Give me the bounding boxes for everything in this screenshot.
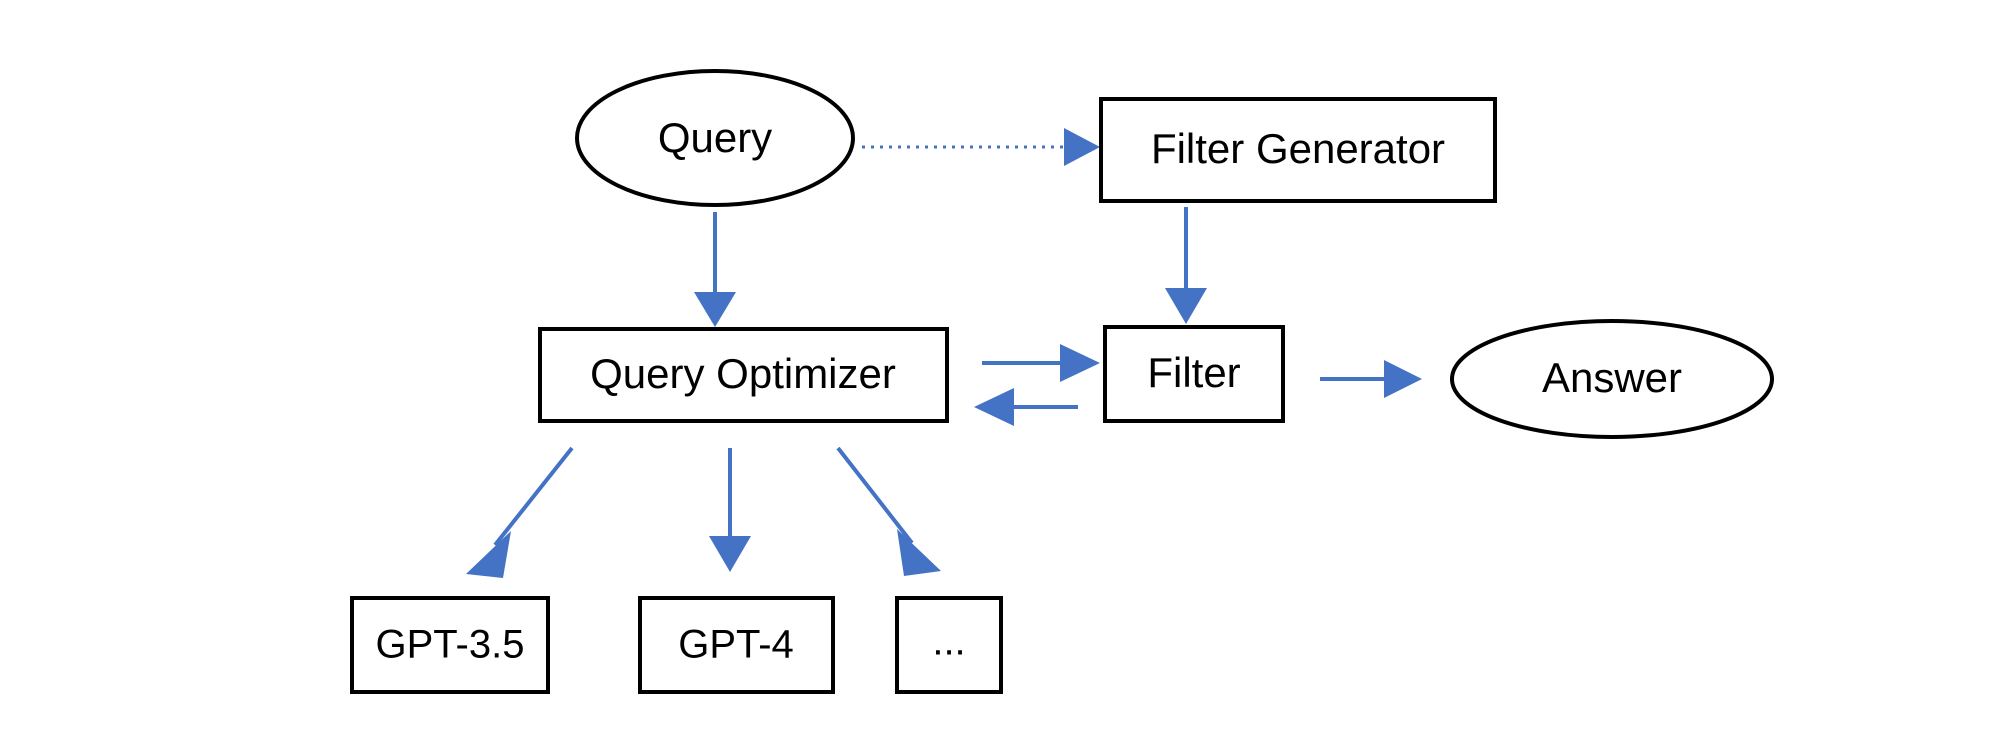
node-gpt4[interactable]: GPT-4 xyxy=(638,596,835,694)
node-query-optimizer[interactable]: Query Optimizer xyxy=(538,327,949,423)
arrowhead-right-icon xyxy=(1060,344,1100,382)
edge-query-to-filter-generator xyxy=(862,128,1100,166)
node-filter-generator[interactable]: Filter Generator xyxy=(1099,97,1497,203)
arrowhead-down-icon xyxy=(709,536,751,572)
node-more-models[interactable]: ... xyxy=(895,596,1003,694)
arrowhead-down-icon xyxy=(694,292,736,327)
nodes-layer: Query Filter Generator Query Optimizer F… xyxy=(350,69,1774,694)
node-query[interactable]: Query xyxy=(575,69,855,207)
edge-query-to-query-optimizer xyxy=(694,212,736,327)
arrowhead-down-icon xyxy=(1165,288,1207,324)
node-gpt35[interactable]: GPT-3.5 xyxy=(350,596,550,694)
filter-rect-shape[interactable] xyxy=(1103,325,1285,423)
edge-query-optimizer-to-gpt35 xyxy=(466,446,574,578)
gpt4-label: GPT-4 xyxy=(678,623,794,667)
answer-label: Answer xyxy=(1542,354,1682,401)
gpt35-rect-shape[interactable] xyxy=(350,596,550,694)
node-answer[interactable]: Answer xyxy=(1450,319,1774,439)
edge-filter-to-answer xyxy=(1320,360,1422,398)
node-filter[interactable]: Filter xyxy=(1103,325,1285,423)
arrowhead-right-icon xyxy=(1384,360,1422,398)
edges-layer xyxy=(466,128,1422,578)
query-label: Query xyxy=(658,114,772,161)
edge-line-solid xyxy=(836,446,914,545)
arrowhead-right-icon xyxy=(1064,128,1100,166)
filter-label: Filter xyxy=(1147,349,1240,396)
filter-generator-label: Filter Generator xyxy=(1151,125,1445,172)
query-optimizer-label: Query Optimizer xyxy=(590,350,896,397)
arrowhead-left-icon xyxy=(974,388,1014,426)
edge-filter-generator-to-filter xyxy=(1165,207,1207,324)
gpt4-rect-shape[interactable] xyxy=(638,596,835,694)
answer-ellipse-shape[interactable] xyxy=(1450,319,1774,439)
more-models-label: ... xyxy=(932,620,965,664)
arrowhead-down-left-icon xyxy=(466,531,511,578)
arrowhead-down-right-icon xyxy=(897,529,941,576)
edge-line-solid xyxy=(493,446,574,547)
edge-query-optimizer-to-more-models xyxy=(836,446,941,576)
filter-generator-rect-shape[interactable] xyxy=(1099,97,1497,203)
edge-query-optimizer-to-gpt4 xyxy=(709,448,751,572)
query-ellipse-shape[interactable] xyxy=(575,69,855,207)
edge-filter-to-query-optimizer xyxy=(974,388,1078,426)
query-optimizer-rect-shape[interactable] xyxy=(538,327,949,423)
gpt35-label: GPT-3.5 xyxy=(376,623,525,667)
more-models-rect-shape[interactable] xyxy=(895,596,1003,694)
edge-query-optimizer-to-filter xyxy=(982,344,1100,382)
